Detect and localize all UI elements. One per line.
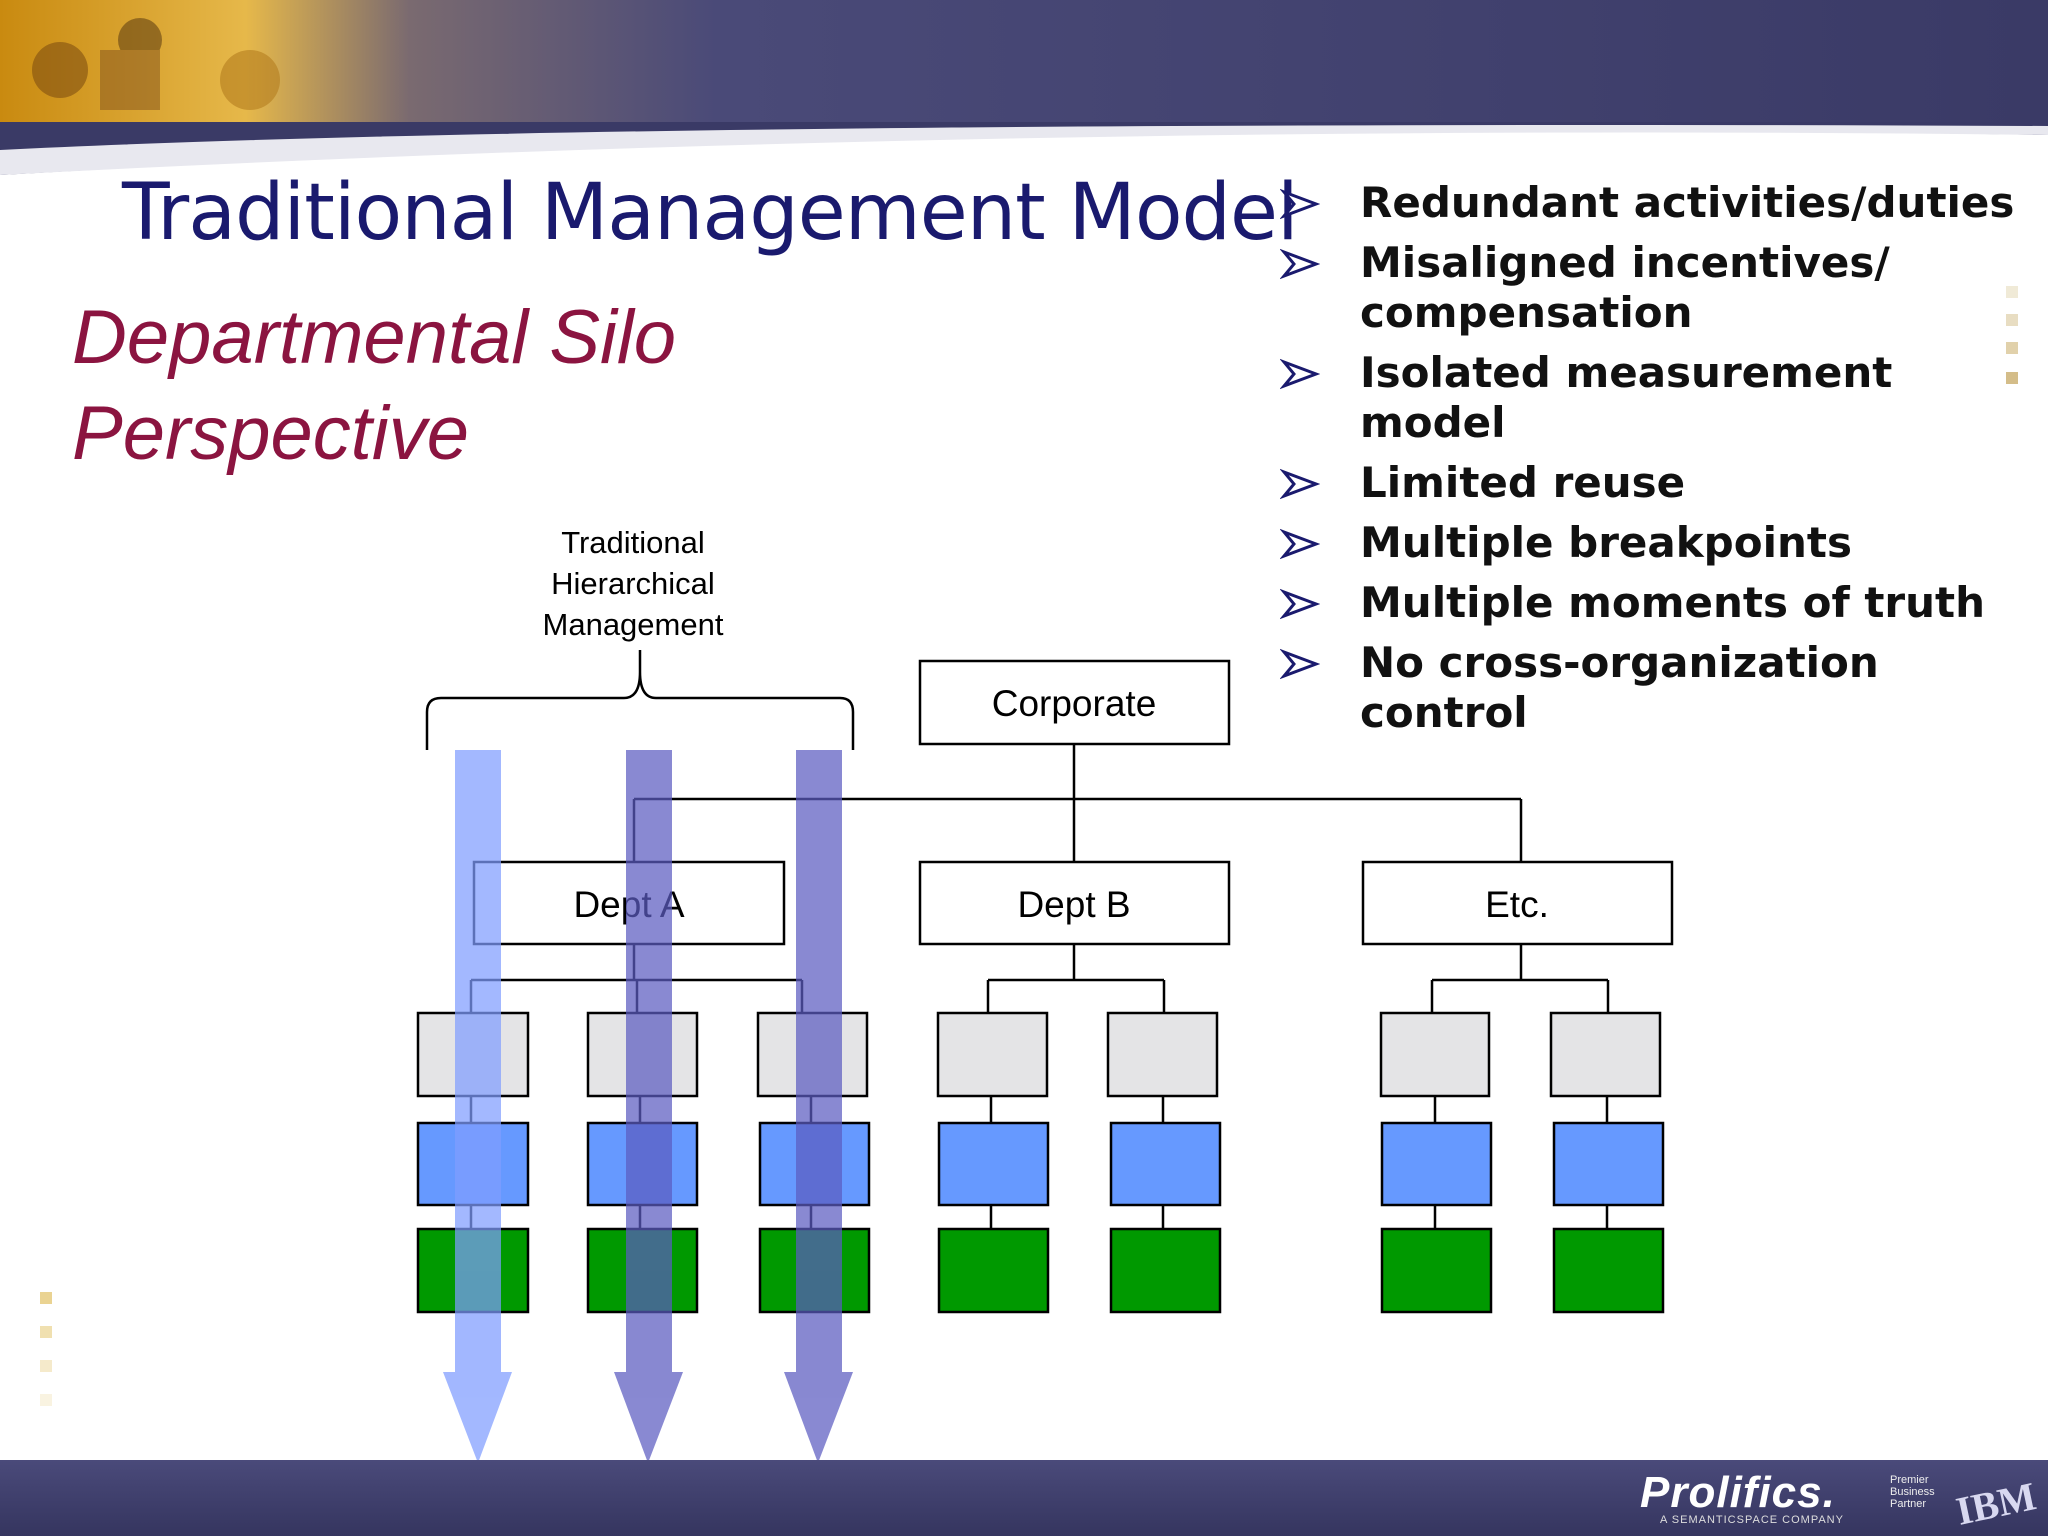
decor-square (40, 1394, 52, 1406)
bullet-item: Isolated measurement model (1280, 348, 2020, 448)
bullet-text: compensation (1360, 288, 1693, 337)
bullet-text: Multiple moments of truth (1360, 578, 1986, 627)
silo-arrow (443, 750, 512, 1463)
brace-label-line: Management (543, 607, 724, 642)
bullet-item: No cross-organization control (1280, 638, 2020, 738)
role-box-blue (1552, 1121, 1665, 1207)
arrowhead-bullet-icon (1280, 528, 1320, 560)
bullet-text: Multiple breakpoints (1360, 518, 1852, 567)
bullet-text: model (1360, 398, 1506, 447)
header-photo-decoration (32, 18, 280, 110)
arrowhead-bullet-icon (1280, 648, 1320, 680)
partner-text: Partner (1890, 1498, 1927, 1510)
bullet-item: Multiple breakpoints (1280, 518, 2020, 568)
partner-text: Premier (1890, 1474, 1929, 1486)
logo-tagline: A SEMANTICSPACE COMPANY (1660, 1514, 1844, 1526)
dept-label: Etc. (1485, 884, 1549, 925)
decor-square (40, 1326, 52, 1338)
role-box-green (1109, 1227, 1222, 1314)
decor-square (2006, 342, 2018, 354)
dept-box-b: Dept B (918, 860, 1231, 946)
bullet-text: No cross-organization (1360, 638, 1879, 687)
arrowhead-bullet-icon (1280, 188, 1320, 220)
silo-arrow (614, 750, 683, 1463)
bullet-text: Redundant activities/duties (1360, 178, 2015, 227)
bullet-text: control (1360, 688, 1528, 737)
arrowhead-bullet-icon (1280, 588, 1320, 620)
prolifics-logo: Prolifics. (1640, 1468, 1836, 1517)
decor-square (2006, 372, 2018, 384)
bullet-item: Multiple moments of truth (1280, 578, 2020, 628)
dept-box-etc: Etc. (1361, 860, 1674, 946)
subtitle-line: Perspective (72, 391, 470, 476)
footer-band (0, 1460, 2048, 1536)
role-box-gray (936, 1011, 1049, 1098)
brace-bracket (425, 650, 855, 750)
role-box-gray (1549, 1011, 1662, 1098)
arrowhead-bullet-icon (1280, 468, 1320, 500)
decor-square (2006, 314, 2018, 326)
bullet-item: Limited reuse (1280, 458, 2020, 508)
role-box-gray (1379, 1011, 1491, 1098)
partner-badge: Premier Business Partner (1890, 1474, 1950, 1510)
role-box-green (1552, 1227, 1665, 1314)
role-box-blue (1380, 1121, 1493, 1207)
partner-text: Business (1890, 1486, 1935, 1498)
arrowhead-bullet-icon (1280, 248, 1320, 280)
bullet-text: Isolated measurement (1360, 348, 1893, 397)
bullet-item: Redundant activities/duties (1280, 178, 2020, 228)
decor-square (40, 1360, 52, 1372)
bullet-list: Redundant activities/duties Misaligned i… (1280, 178, 2020, 748)
dept-label: Dept B (1017, 884, 1130, 925)
slide-subtitle: Departmental Silo Perspective (72, 290, 676, 482)
decor-square (2006, 286, 2018, 298)
bullet-text: Misaligned incentives/ (1360, 238, 1890, 287)
brace-label-line: Traditional (561, 525, 705, 560)
role-box-green (1380, 1227, 1493, 1314)
bullet-item: Misaligned incentives/ compensation (1280, 238, 2020, 338)
role-box-blue (937, 1121, 1050, 1207)
corporate-label: Corporate (992, 683, 1157, 724)
role-box-blue (1109, 1121, 1222, 1207)
role-box-green (937, 1227, 1050, 1314)
subtitle-line: Departmental Silo (72, 295, 677, 380)
bullet-text: Limited reuse (1360, 458, 1686, 507)
role-box-gray (1106, 1011, 1219, 1098)
corporate-box: Corporate (918, 659, 1231, 746)
slide-title: Traditional Management Model (122, 168, 1299, 258)
brace-label: Traditional Hierarchical Management (543, 525, 724, 642)
brace-label-line: Hierarchical (551, 566, 715, 601)
decor-square (40, 1292, 52, 1304)
silo-arrow (784, 750, 853, 1463)
arrowhead-bullet-icon (1280, 358, 1320, 390)
header-band (0, 0, 2048, 175)
